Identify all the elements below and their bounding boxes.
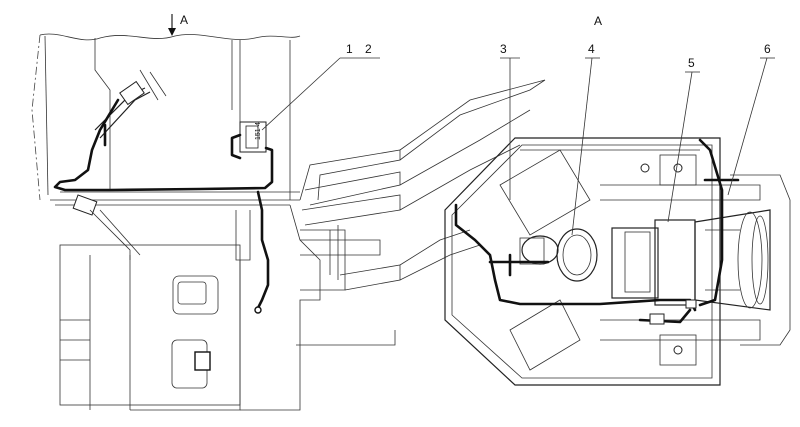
callout-3: 3 [500,42,507,56]
callout-5: 5 [688,56,695,70]
callout-4: 4 [588,42,595,56]
leaders-3-6: 3 4 5 6 [500,42,775,236]
relay-label: 151-4 [255,122,262,140]
view-title: A [594,14,602,28]
left-assembly: 151-4 [31,33,396,411]
callout-2: 2 [365,42,372,56]
middle-structure [299,79,546,291]
view-arrow-a: A [168,13,188,36]
switch-housing [119,80,145,106]
view-marker-top: A [180,13,188,27]
right-assembly-view-a: A [444,14,791,386]
callout-1: 1 [346,42,353,56]
callout-6: 6 [764,42,771,56]
leaders-1-2: 1 2 [261,42,380,131]
